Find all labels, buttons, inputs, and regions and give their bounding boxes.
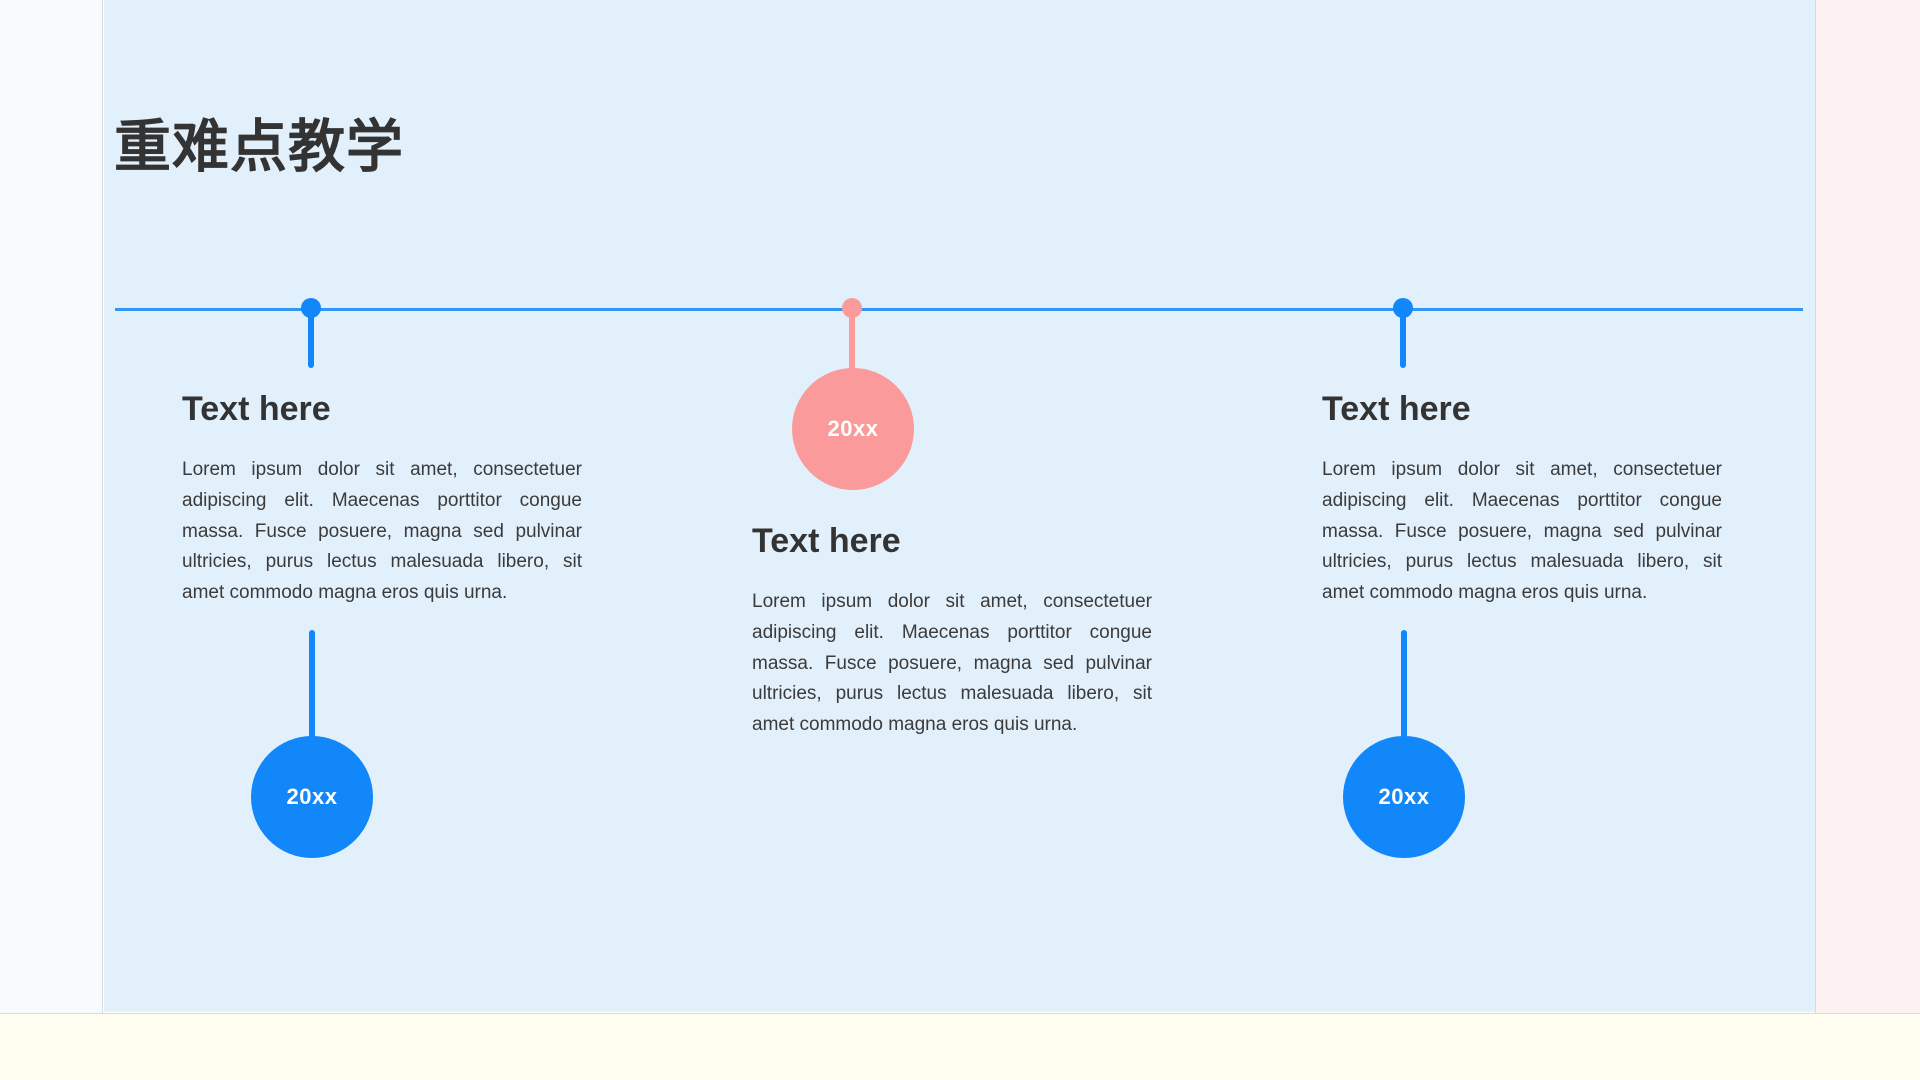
timeline-node-marker-1 [301,298,321,368]
timeline-axis [115,308,1803,311]
timeline-year-stem-1 [309,630,315,740]
timeline-year-bubble-3[interactable]: 20xx [1343,736,1465,858]
timeline-year-label-3: 20xx [1378,784,1430,809]
timeline-year-label-2: 20xx [827,416,879,441]
slide-left-margin [0,0,103,1013]
slide-canvas: 重难点教学 Text here Lorem ipsum dolor sit am… [104,0,1815,1012]
timeline-item-1-heading: Text here [182,390,331,428]
timeline-item-3-heading: Text here [1322,390,1471,428]
timeline-year-stem-3 [1401,630,1407,740]
slide-bottom-margin [0,1013,1920,1080]
timeline-year-bubble-1[interactable]: 20xx [251,736,373,858]
page-title: 重难点教学 [114,115,404,180]
timeline-year-group-1: 20xx [208,630,428,860]
timeline-year-label-1: 20xx [286,784,338,809]
timeline-item-3-body: Lorem ipsum dolor sit amet, consectetuer… [1322,459,1722,604]
timeline-item-2: Text here Lorem ipsum dolor sit amet, co… [752,522,1152,741]
timeline-item-2-body: Lorem ipsum dolor sit amet, consectetuer… [752,591,1152,736]
timeline-stem-1 [308,308,314,368]
timeline-item-1: Text here Lorem ipsum dolor sit amet, co… [182,390,582,609]
timeline-stem-3 [1400,308,1406,368]
timeline-node-marker-3 [1393,298,1413,368]
timeline-item-2-heading: Text here [752,522,901,560]
timeline-item-1-body: Lorem ipsum dolor sit amet, consectetuer… [182,459,582,604]
timeline-year-bubble-2[interactable]: 20xx [792,368,914,490]
timeline-year-group-2: 20xx [749,368,969,498]
timeline-year-group-3: 20xx [1300,630,1520,860]
timeline-stem-2 [849,308,855,378]
timeline-item-3: Text here Lorem ipsum dolor sit amet, co… [1322,390,1722,609]
timeline-node-marker-2 [842,298,862,378]
slide-right-margin [1815,0,1920,1013]
